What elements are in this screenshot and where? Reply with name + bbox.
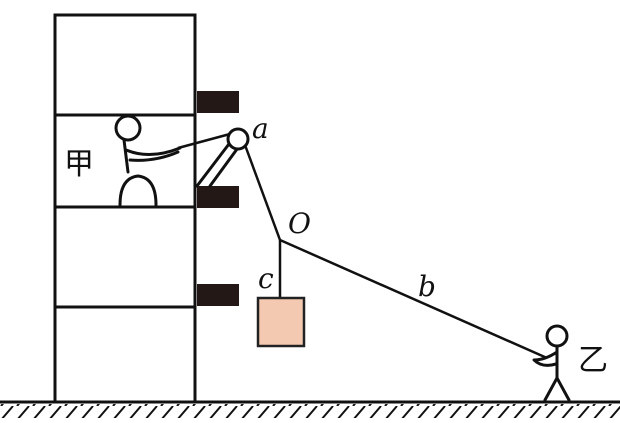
- beam-top: [197, 91, 239, 113]
- person-jia-arm-lower: [128, 150, 180, 162]
- ground: [0, 400, 620, 418]
- hanging-block: [256, 296, 306, 348]
- label-person-jia: 甲: [64, 147, 94, 182]
- building: [53, 13, 197, 404]
- beam-bottom: [197, 284, 239, 306]
- person-jia-body: [122, 138, 130, 174]
- label-pulley-a: a: [252, 112, 269, 145]
- label-person-yi: 乙: [578, 343, 608, 378]
- person-yi-figure: [532, 324, 571, 402]
- person-yi-head: [545, 324, 569, 348]
- ground-hatching: [0, 404, 620, 418]
- person-jia-legs: [118, 174, 158, 207]
- label-rope-b: b: [418, 270, 436, 303]
- rope-b: [279, 238, 548, 360]
- rope-a-to-o: [243, 144, 282, 241]
- pulley-a: [226, 127, 250, 151]
- person-jia-figure: [114, 114, 182, 207]
- person-jia-arm-upper: [124, 146, 182, 156]
- person-yi-arms: [532, 350, 559, 367]
- rope-jia-to-pulley: [177, 132, 231, 150]
- label-knot-o: O: [288, 207, 311, 240]
- beam-middle: [197, 186, 239, 208]
- label-rope-c: c: [258, 262, 274, 295]
- person-yi-legs: [543, 376, 571, 402]
- wall-beams: [197, 91, 239, 306]
- person-jia-head: [114, 114, 142, 142]
